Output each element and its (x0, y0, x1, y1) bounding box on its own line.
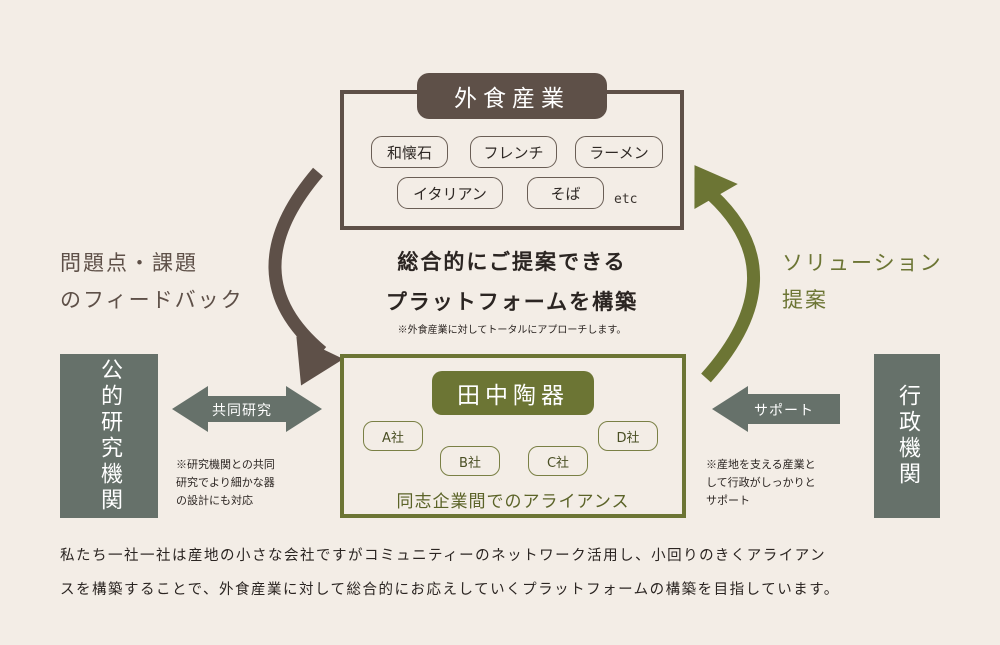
company-a: A社 (363, 421, 423, 451)
support-note-line: して行政がしっかりと (706, 476, 816, 489)
support-label: サポート (754, 403, 814, 419)
joint-research-label: 共同研究 (212, 403, 272, 419)
feedback-curved-arrow (268, 167, 327, 357)
solution-curved-arrow (701, 190, 760, 383)
research-note-line: 研究でより細かな器 (176, 476, 275, 489)
tag-kaiseki: 和懐石 (371, 136, 448, 168)
tag-etc: etc (614, 192, 638, 207)
company-c: C社 (528, 446, 588, 476)
feedback-label-1: 問題点・課題 (60, 251, 198, 275)
left-arrow (712, 386, 840, 432)
solution-arrow-head (694, 165, 738, 209)
feedback-arrow-head (296, 336, 344, 386)
platform-headline-2: プラットフォームを構築 (385, 289, 639, 314)
tag-french: フレンチ (470, 136, 557, 168)
double-arrow (172, 386, 322, 432)
research-note: ※研究機関との共同 研究でより細かな器 の設計にも対応 (176, 456, 275, 510)
support-note-line: ※産地を支える産業と (706, 458, 816, 471)
tanaka-ceramics-title: 田中陶器 (432, 371, 594, 415)
platform-headline-1: 総合的にご提案できる (397, 249, 627, 274)
solution-label-1: ソリューション (782, 251, 943, 275)
platform-note: ※外食産業に対してトータルにアプローチします。 (397, 325, 627, 336)
public-research-institute-box: 公的研究機関 (60, 354, 158, 518)
research-note-line: ※研究機関との共同 (176, 458, 275, 471)
restaurant-industry-title: 外食産業 (417, 73, 607, 119)
company-b: B社 (440, 446, 500, 476)
description-line-1: 私たち一社一社は産地の小さな会社ですがコミュニティーのネットワーク活用し、小回り… (60, 548, 827, 564)
tag-italian: イタリアン (397, 177, 503, 209)
description-line-2: スを構築することで、外食産業に対して総合的にお応えしていくプラットフォームの構築… (60, 582, 840, 598)
solution-label-2: 提案 (782, 288, 828, 312)
research-note-line: の設計にも対応 (176, 494, 253, 507)
government-agency-box: 行政機関 (874, 354, 940, 518)
tag-soba: そば (527, 177, 604, 209)
support-note: ※産地を支える産業と して行政がしっかりと サポート (706, 456, 816, 510)
tanaka-ceramics-box (340, 354, 686, 518)
alliance-caption: 同志企業間でのアライアンス (396, 492, 630, 512)
company-d: D社 (598, 421, 658, 451)
support-note-line: サポート (706, 494, 750, 507)
feedback-label-2: のフィードバック (60, 288, 244, 312)
tag-ramen: ラーメン (575, 136, 663, 168)
